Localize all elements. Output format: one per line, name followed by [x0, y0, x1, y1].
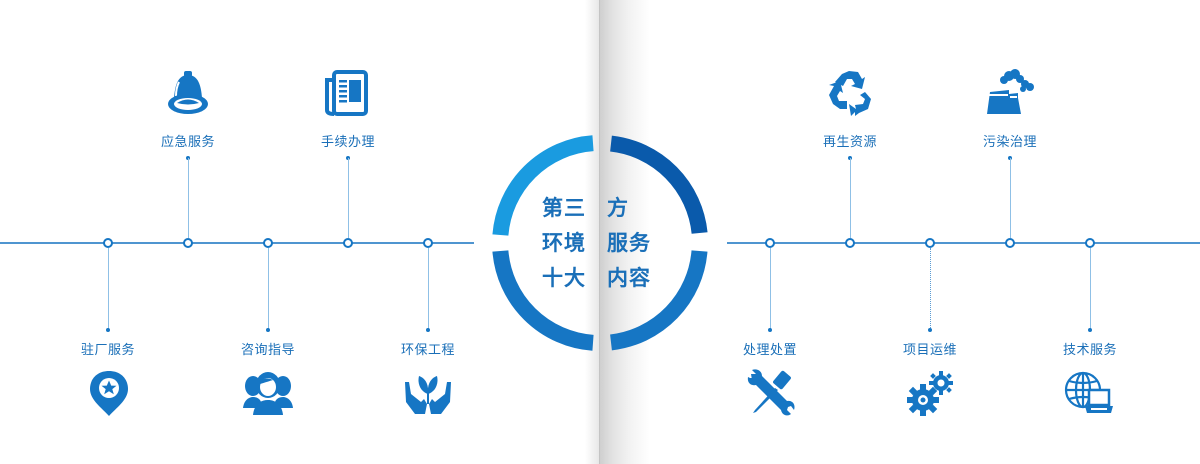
- newspaper-document-icon: [325, 70, 368, 116]
- timeline-node: [925, 238, 935, 248]
- ring-arc-bottom-right: [609, 250, 708, 351]
- connector-line: [188, 158, 189, 238]
- connector-line: [770, 248, 771, 330]
- timeline-node: [765, 238, 775, 248]
- service-label: 处理处置: [742, 343, 797, 358]
- connector-dot: [928, 328, 932, 332]
- center-title-right: 方 服务 内容: [607, 191, 651, 296]
- timeline-node: [1085, 238, 1095, 248]
- connector-dot: [106, 328, 110, 332]
- connector-line: [930, 248, 931, 330]
- service-label: 驻厂服务: [80, 343, 135, 358]
- center-title-line: 十大: [542, 266, 586, 290]
- service-label: 环保工程: [400, 343, 455, 358]
- connector-line: [1010, 158, 1011, 238]
- center-title-line: 内容: [607, 266, 651, 290]
- ring-arc-top-right: [609, 135, 708, 234]
- recycle-icon: [829, 71, 871, 116]
- connector-dot: [768, 328, 772, 332]
- connector-dot: [426, 328, 430, 332]
- map-pin-star-icon: [90, 371, 128, 416]
- timeline-node: [423, 238, 433, 248]
- connector-line: [268, 248, 269, 330]
- alarm-bell-icon: [168, 71, 208, 114]
- service-label: 再生资源: [822, 135, 877, 150]
- wrench-screwdriver-icon: [747, 369, 795, 416]
- center-title-line: 第三: [542, 196, 586, 220]
- timeline-node: [103, 238, 113, 248]
- timeline-node: [183, 238, 193, 248]
- center-title-line: 环境: [542, 231, 586, 255]
- right-timeline: [727, 242, 1200, 244]
- ring-arc-bottom-left: [492, 250, 594, 351]
- factory-smoke-icon: [987, 69, 1034, 114]
- connector-line: [1090, 248, 1091, 330]
- service-label: 手续办理: [320, 135, 375, 150]
- service-label: 项目运维: [902, 343, 957, 358]
- service-label: 污染治理: [982, 135, 1037, 150]
- center-title-left: 第三 环境 十大: [542, 191, 586, 296]
- timeline-node: [343, 238, 353, 248]
- left-timeline: [0, 242, 474, 244]
- timeline-node: [263, 238, 273, 248]
- connector-line: [428, 248, 429, 330]
- hands-plant-icon: [405, 376, 451, 414]
- connector-line: [348, 158, 349, 238]
- connector-line: [850, 158, 851, 238]
- connector-dot: [1088, 328, 1092, 332]
- center-title-line: 服务: [607, 231, 651, 255]
- center-ring: [492, 135, 708, 351]
- people-group-icon: [243, 372, 293, 415]
- globe-laptop-icon: [1064, 371, 1113, 413]
- service-label: 咨询指导: [240, 343, 295, 358]
- service-label: 技术服务: [1062, 343, 1117, 358]
- timeline-node: [845, 238, 855, 248]
- connector-line: [108, 248, 109, 330]
- page-fold-shadow-right: [600, 0, 650, 464]
- center-title-line: 方: [607, 196, 629, 220]
- page-fold-edge: [599, 0, 600, 464]
- service-label: 应急服务: [160, 135, 215, 150]
- connector-dot: [266, 328, 270, 332]
- ring-arc-top-left: [492, 135, 594, 236]
- timeline-node: [1005, 238, 1015, 248]
- gears-icon: [907, 371, 953, 416]
